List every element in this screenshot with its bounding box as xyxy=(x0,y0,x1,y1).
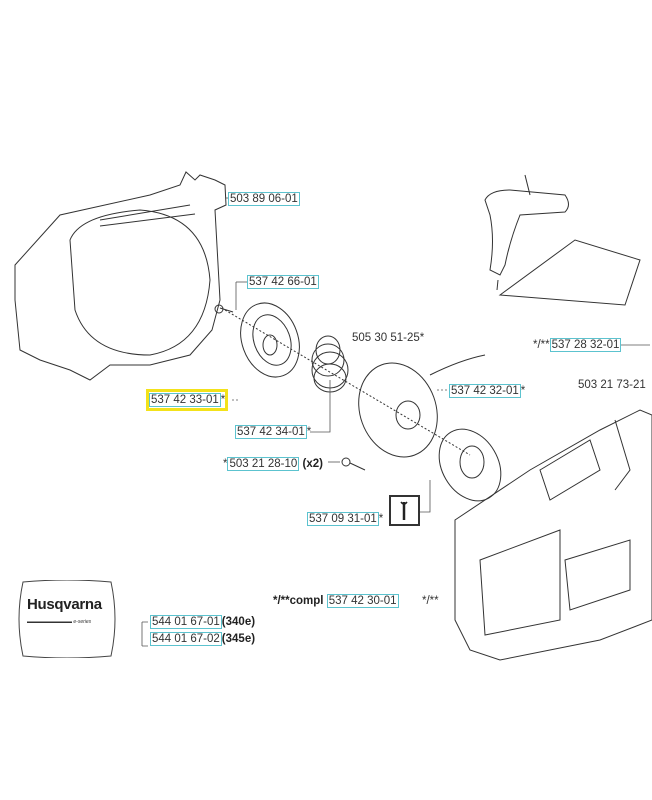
part-number-highlighted[interactable]: 537 42 33-01* xyxy=(149,393,226,407)
part-number-spring[interactable]: 537 42 34-01* xyxy=(235,425,312,439)
part-number-rear-handle[interactable]: 503 89 06-01 xyxy=(228,192,300,206)
highlighted-part-box xyxy=(146,389,228,411)
brand-logo: Husqvarna xyxy=(27,596,102,613)
part-number-side: 503 21 73-21 xyxy=(578,379,646,391)
husqvarna-decal: Husqvarna ▬▬▬▬▬▬▬▬▬ e-series xyxy=(15,580,119,658)
cover-part xyxy=(14,171,227,381)
part-number-tool[interactable]: 537 09 31-01* xyxy=(307,512,384,526)
part-number-cord: 505 30 51-25* xyxy=(352,332,425,344)
starter-housing xyxy=(454,409,652,661)
part-number-pulley[interactable]: 537 42 32-01* xyxy=(449,384,526,398)
part-number-decal-340e[interactable]: 544 01 67-01(340e) xyxy=(150,615,256,629)
tool-icon xyxy=(389,495,420,526)
part-number-complete[interactable]: */**compl 537 42 30-01 xyxy=(273,594,399,608)
part-number-screw[interactable]: *503 21 28-10 (x2) xyxy=(223,457,323,471)
part-number-handle[interactable]: */**537 28 32-01 xyxy=(533,338,622,352)
complete-suffix: */** xyxy=(422,595,439,607)
hub-part xyxy=(240,302,300,378)
part-number-pawl-screw[interactable]: 537 42 66-01 xyxy=(247,275,319,289)
cassette-part xyxy=(438,428,502,502)
part-number-decal-345e[interactable]: 544 01 67-02(345e) xyxy=(150,632,256,646)
handle-part xyxy=(484,189,569,276)
pulley-part xyxy=(358,362,438,458)
brand-sub: ▬▬▬▬▬▬▬▬▬ e-series xyxy=(27,619,92,625)
